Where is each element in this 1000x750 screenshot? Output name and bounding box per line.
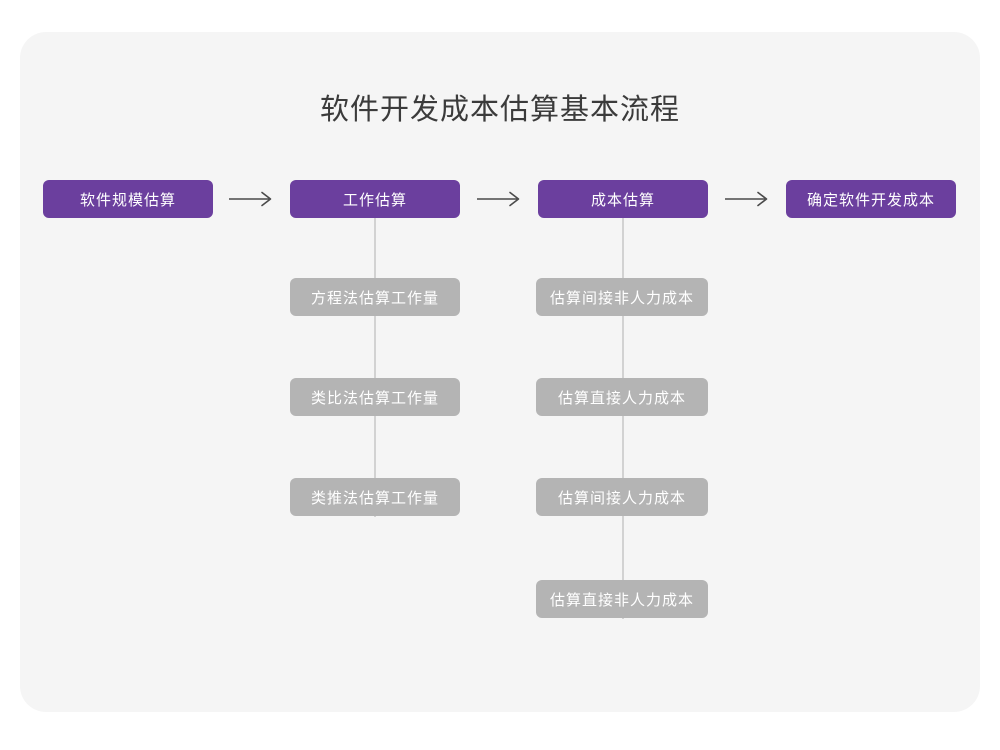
connector-line-work [374, 217, 376, 517]
sub-node-cost-4[interactable]: 估算直接非人力成本 [536, 580, 708, 618]
flow-arrow-2 [476, 190, 524, 210]
page-title: 软件开发成本估算基本流程 [319, 94, 680, 126]
sub-node-cost-2[interactable]: 估算直接人力成本 [536, 378, 708, 416]
sub-node-cost-3[interactable]: 估算间接人力成本 [536, 478, 708, 516]
flow-node-step-3[interactable]: 成本估算 [538, 180, 708, 218]
flow-node-step-4[interactable]: 确定软件开发成本 [786, 180, 956, 218]
flow-arrow-1 [228, 190, 276, 210]
sub-node-cost-1[interactable]: 估算间接非人力成本 [536, 278, 708, 316]
flow-node-step-2[interactable]: 工作估算 [290, 180, 460, 218]
connector-line-cost [622, 217, 624, 619]
flow-node-step-1[interactable]: 软件规模估算 [43, 180, 213, 218]
sub-node-work-2[interactable]: 类比法估算工作量 [290, 378, 460, 416]
sub-node-work-3[interactable]: 类推法估算工作量 [290, 478, 460, 516]
flow-arrow-3 [724, 190, 772, 210]
sub-node-work-1[interactable]: 方程法估算工作量 [290, 278, 460, 316]
diagram-card [20, 32, 980, 712]
